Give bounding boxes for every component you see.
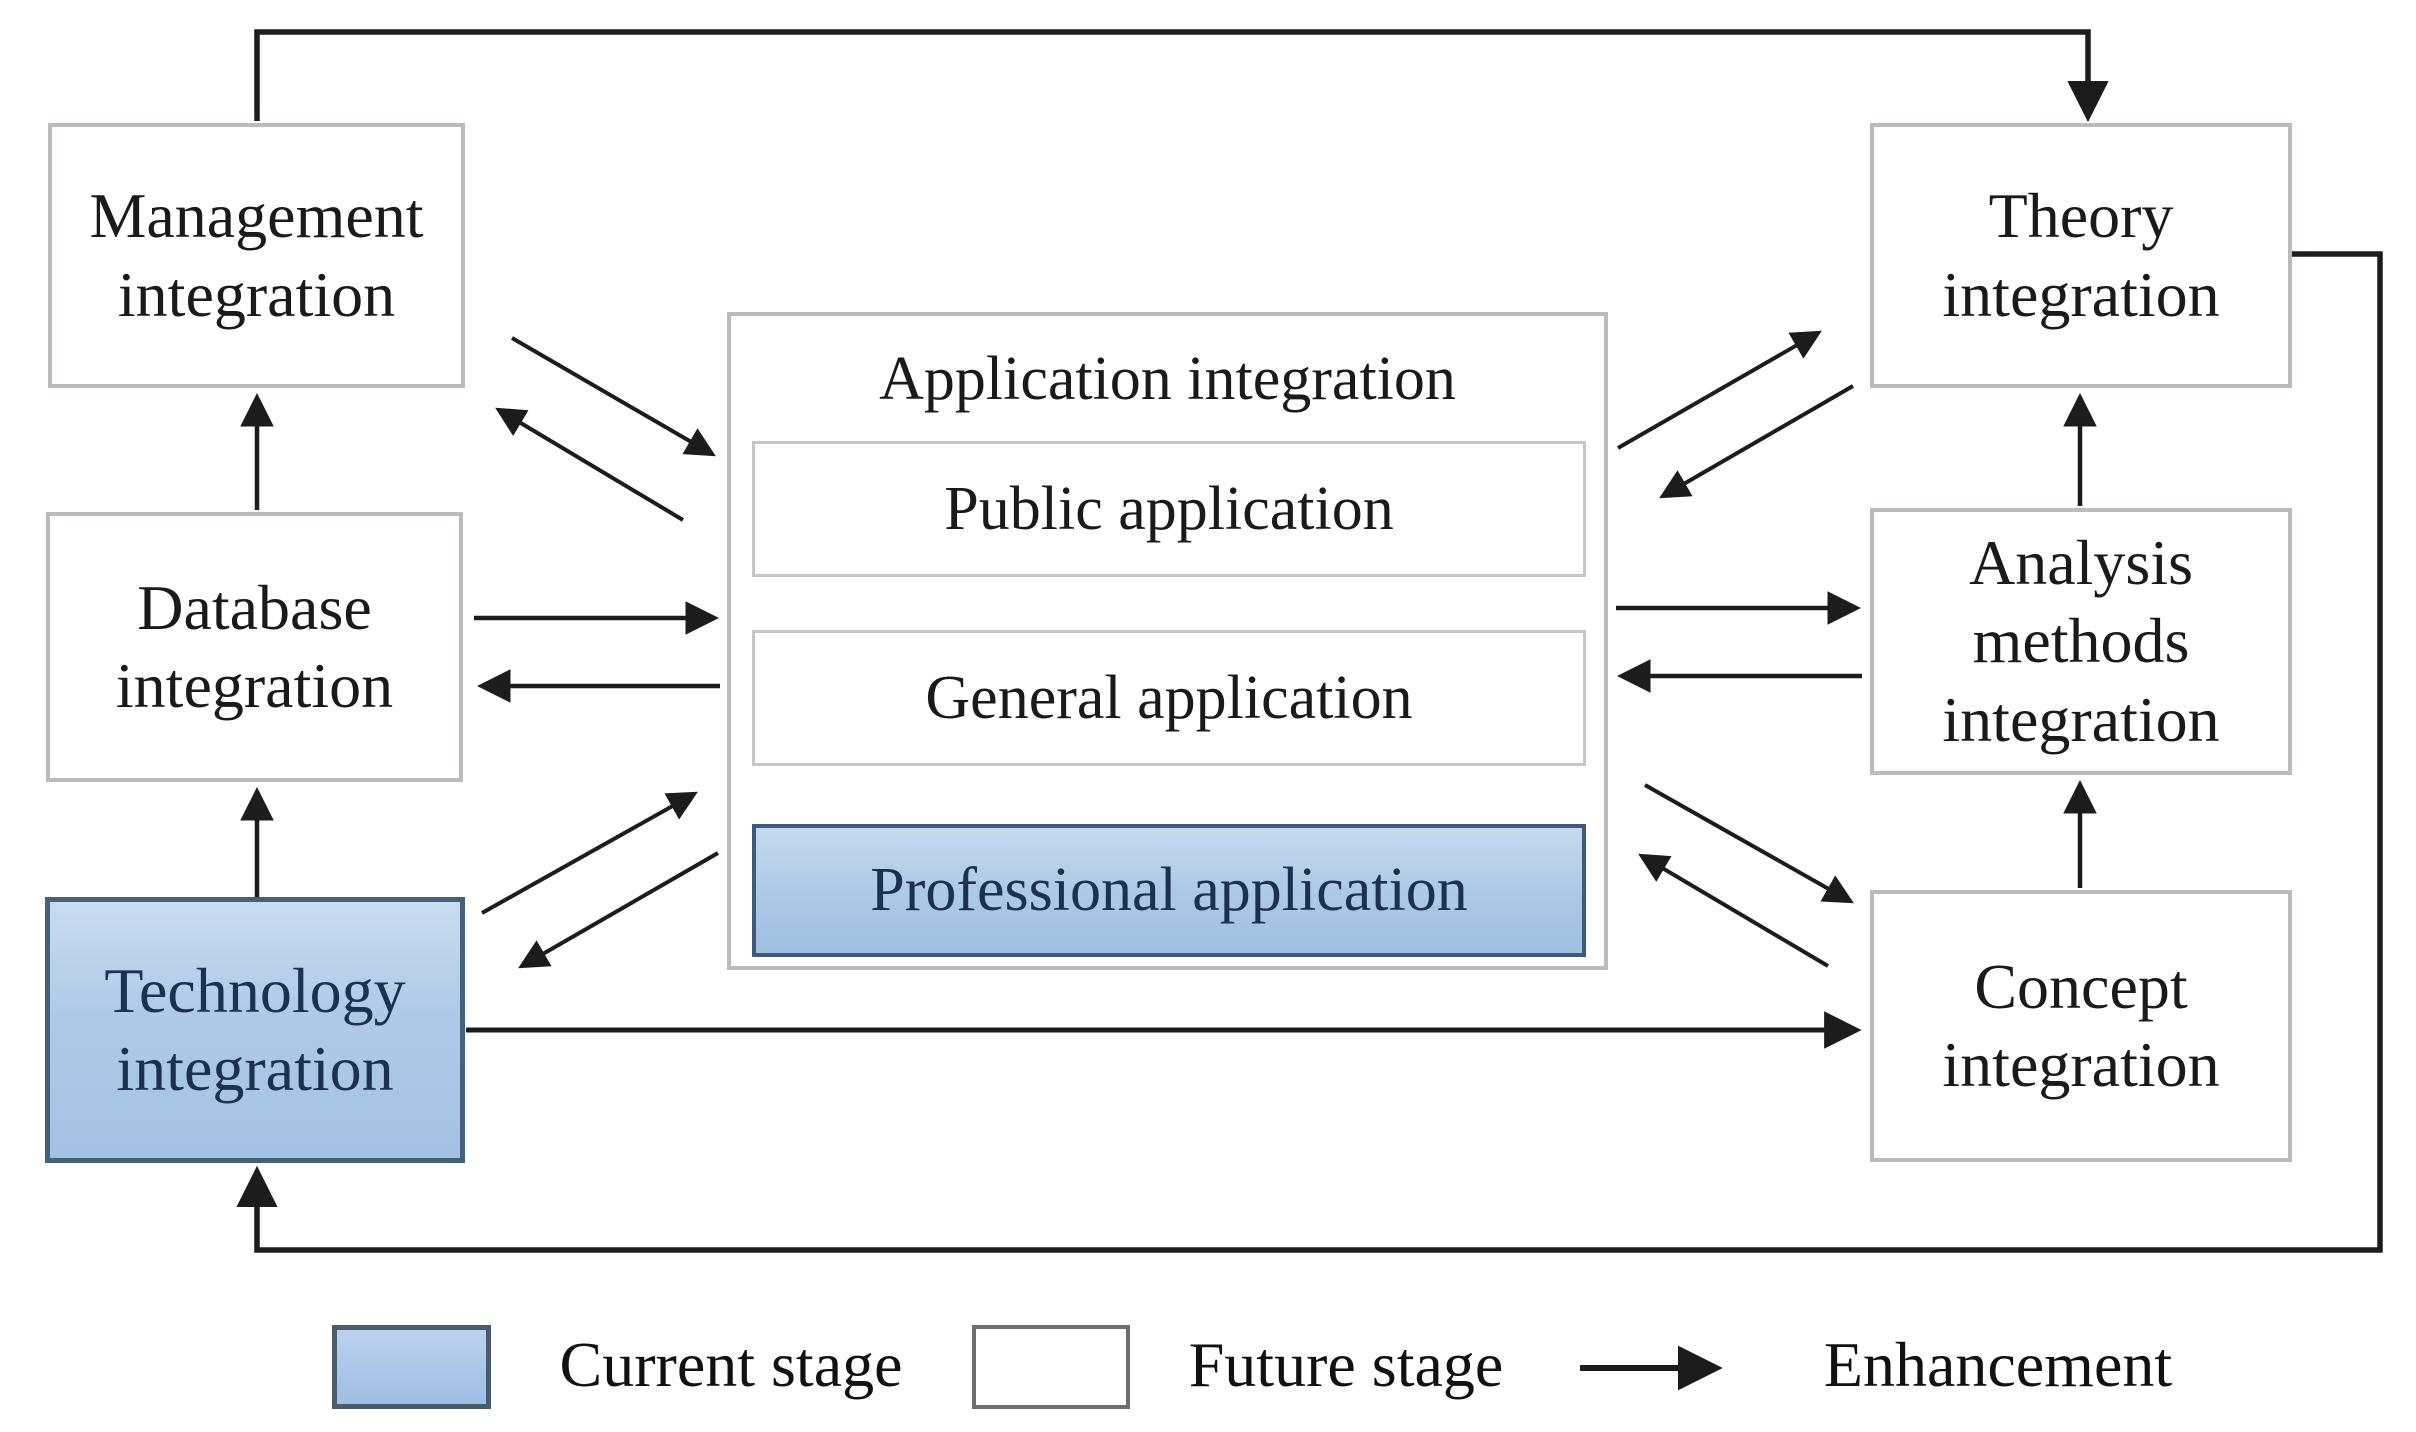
legend-enhancement-label: Enhancement (1823, 1329, 2173, 1400)
node-label: Analysis methods integration (1942, 527, 2220, 755)
node-label: General application (925, 663, 1413, 732)
legend-future-stage-swatch (972, 1325, 1130, 1409)
legend-future-stage-label: Future stage (1188, 1329, 1504, 1400)
legend-current-stage-swatch (332, 1325, 491, 1409)
application-integration-title: Application integration (879, 345, 1456, 413)
edge-technology-to-application (481, 791, 698, 915)
edge-application-to-management (495, 407, 685, 522)
node-label: Concept integration (1942, 950, 2220, 1100)
node-theory-integration: Theory integration (1870, 123, 2292, 388)
node-public-application: Public application (752, 441, 1586, 577)
edge-application-to-concept (1644, 783, 1854, 904)
edge-application-to-technology (518, 851, 719, 969)
node-label: Theory integration (1942, 180, 2220, 330)
legend-current-stage-label: Current stage (559, 1329, 903, 1400)
node-label: Management integration (89, 180, 424, 330)
node-general-application: General application (752, 630, 1586, 766)
node-label: Technology integration (104, 954, 406, 1104)
edge-theory-to-application (1659, 384, 1855, 499)
node-technology-integration: Technology integration (45, 897, 465, 1163)
node-management-integration: Management integration (48, 123, 465, 388)
edge-application-to-theory (1617, 330, 1822, 450)
node-label: Database integration (115, 571, 394, 721)
edge-concept-to-application (1638, 853, 1830, 968)
node-analysis-methods-integration: Analysis methods integration (1870, 508, 2292, 775)
node-database-integration: Database integration (46, 512, 463, 782)
node-application-integration: Application integration Public applicati… (727, 312, 1608, 970)
edge-theory-to-technology (236, 251, 2383, 1253)
edge-management-to-application (510, 336, 716, 457)
node-professional-application: Professional application (752, 824, 1586, 957)
edge-management-to-theory (254, 29, 2109, 123)
node-label: Public application (944, 474, 1394, 543)
node-concept-integration: Concept integration (1870, 890, 2292, 1162)
node-label: Professional application (870, 856, 1468, 924)
